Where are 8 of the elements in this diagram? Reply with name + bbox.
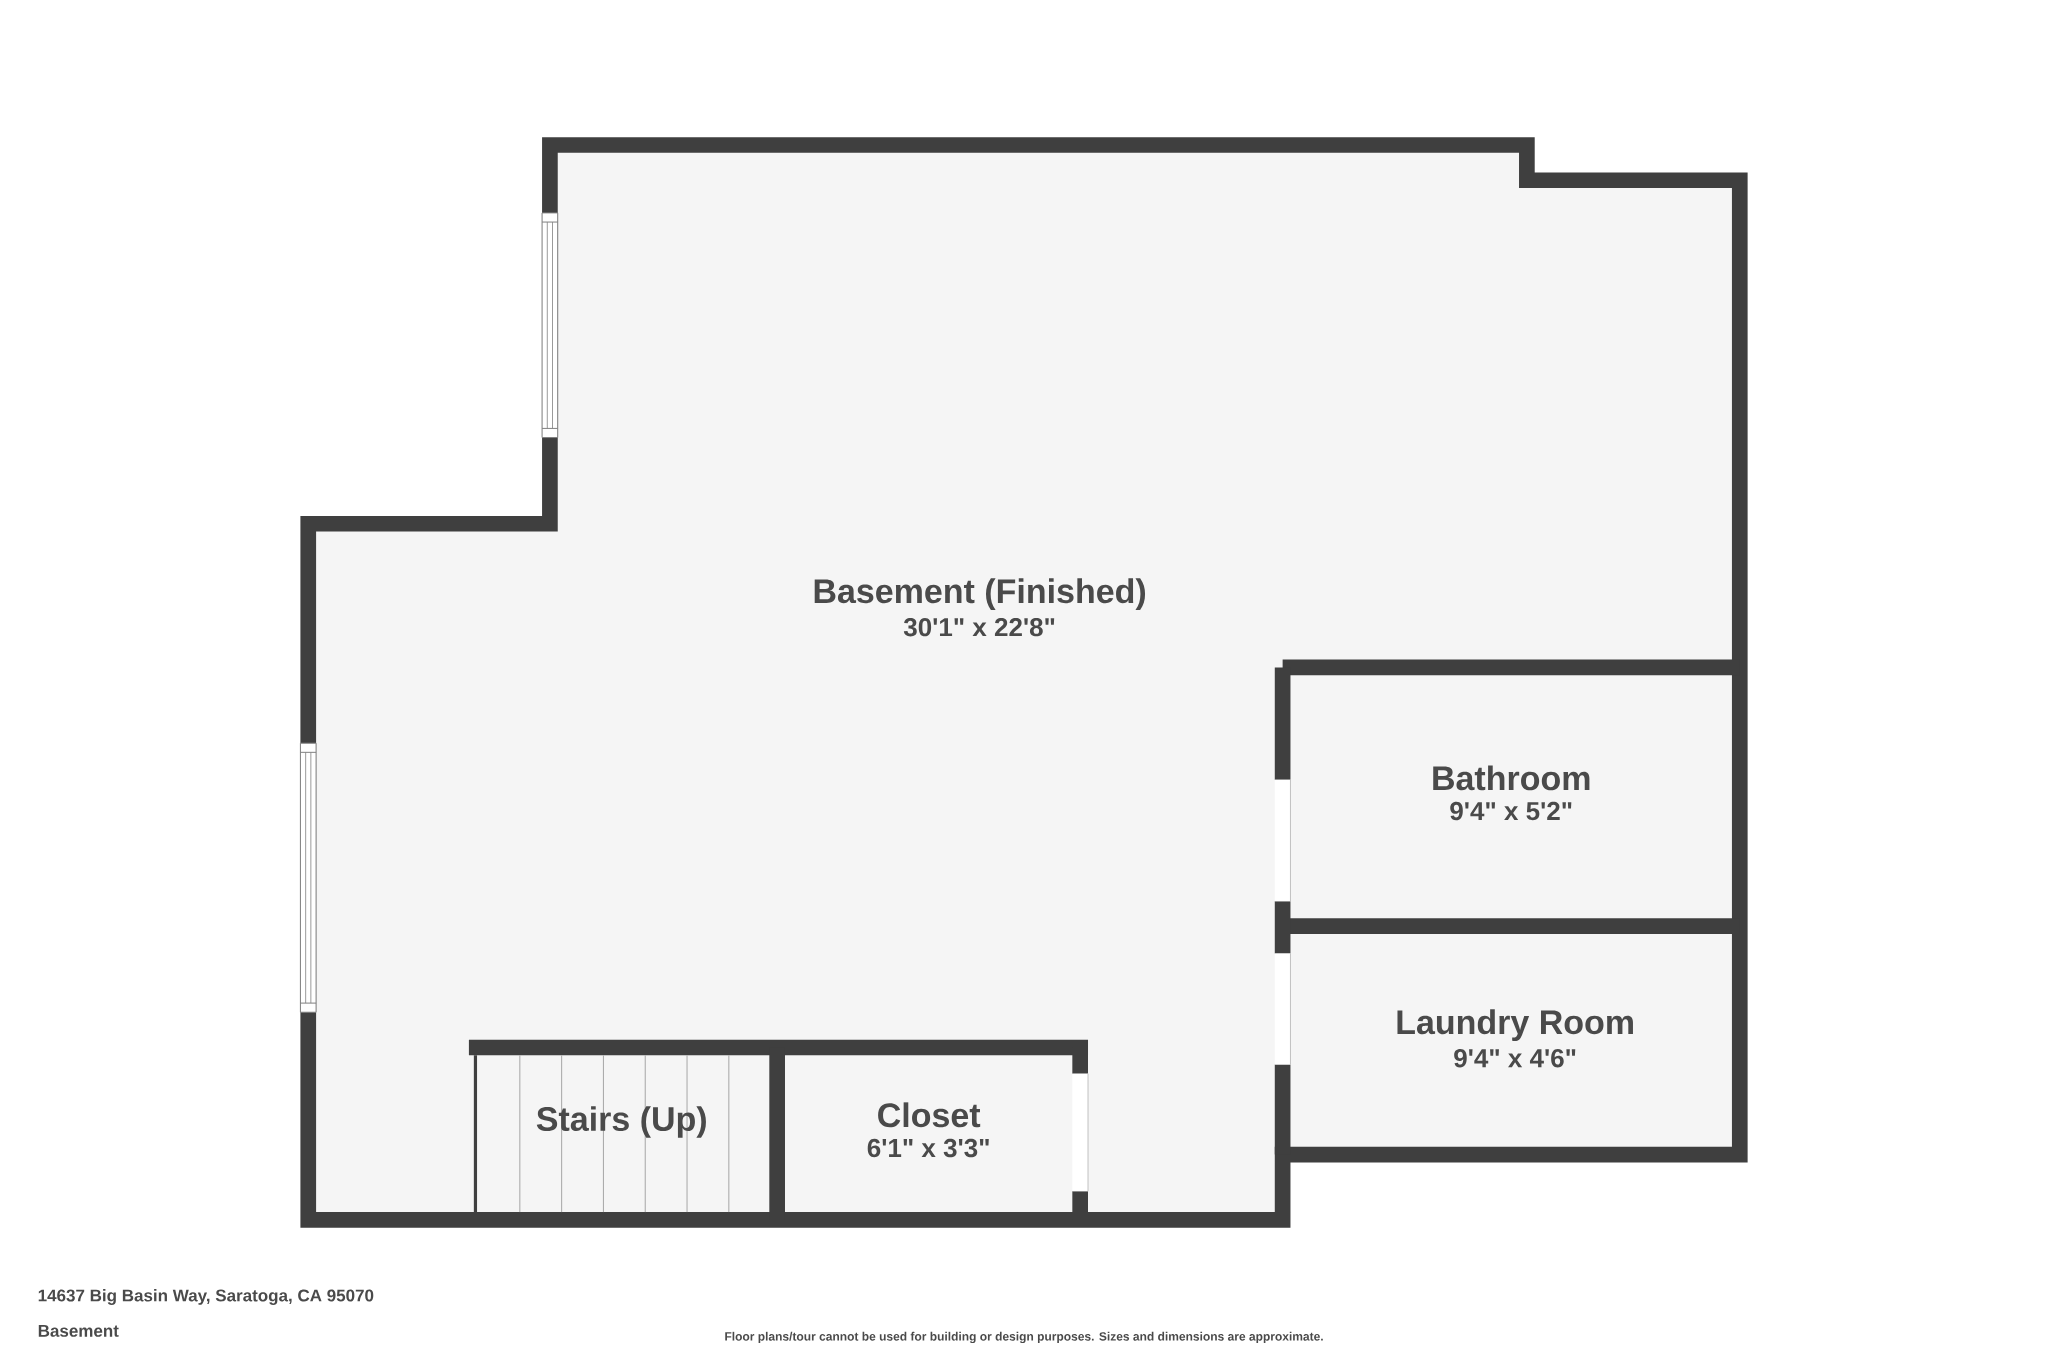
room-label: Bathroom 9'4" x 5'2"	[1433, 765, 1590, 821]
room-label: Stairs (Up)	[536, 1106, 706, 1138]
disclaimer-text: Floor plans/tour cannot be used for building or design purposes. Sizes and dimensions are approximate.	[725, 1331, 1323, 1344]
address-text: 14637 Big Basin Way, Saratoga, CA 95070	[38, 1289, 374, 1305]
room-label: Closet 6'1" x 3'3"	[867, 1102, 989, 1158]
room-label: Laundry Room 9'4" x 4'6"	[1397, 1009, 1633, 1068]
floor-name: Basement	[38, 1325, 119, 1337]
room-label: Basement (Finished) 30'1" x 22'8"	[814, 578, 1146, 637]
